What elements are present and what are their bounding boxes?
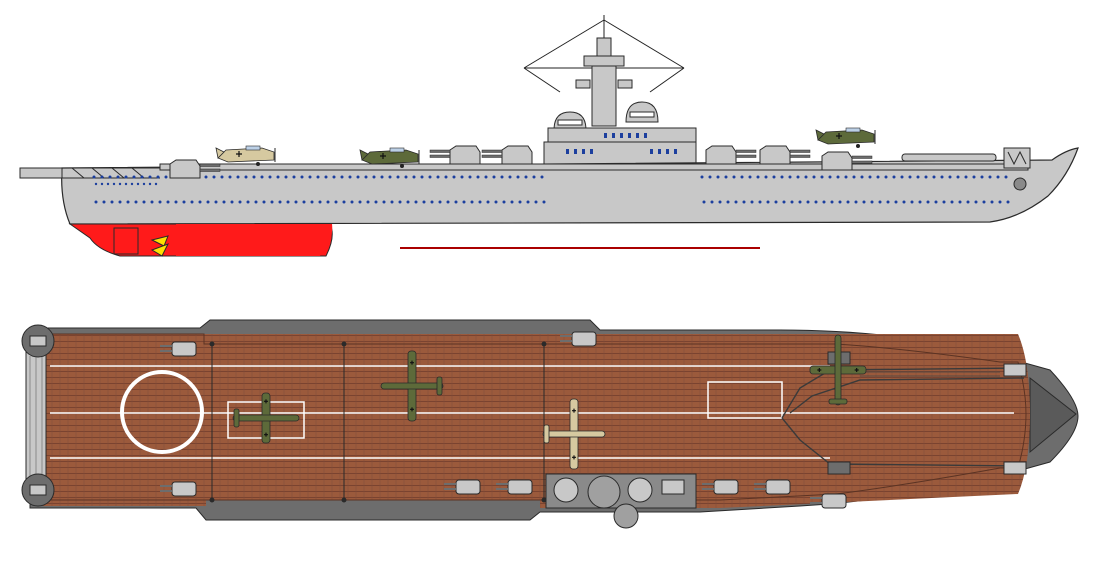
island-plan: [545, 473, 697, 529]
stern-sponson-left: [21, 324, 55, 358]
catapult-rails: [860, 371, 1000, 377]
aircraft-icon: [215, 145, 276, 166]
landing-circle-icon: [120, 370, 204, 454]
bow-catapult-end-lower: [1003, 461, 1027, 475]
gun-turret-icon: [759, 145, 811, 165]
propeller-icon: [150, 235, 170, 257]
lift-fwd: [707, 381, 783, 419]
side-aircraft: [215, 127, 876, 168]
gun-turret-icon: [560, 331, 597, 347]
gun-turret-icon: [160, 341, 197, 357]
gun-turret-icon: [160, 481, 197, 497]
rudder: [113, 227, 139, 255]
plan-view: [21, 319, 1079, 529]
aircraft-icon: [542, 398, 606, 470]
gun-turret-icon: [429, 145, 481, 165]
gun-turret-icon: [702, 479, 739, 495]
aircraft-icon: [809, 334, 867, 406]
gun-turret-icon: [496, 479, 533, 495]
flight-deck-edge: [159, 163, 1029, 171]
portholes-row: [92, 175, 1010, 204]
elevator-lines: [209, 341, 547, 503]
gun-turret-icon: [444, 479, 481, 495]
gun-turret-icon: [754, 479, 791, 495]
aircraft-icon: [380, 350, 444, 422]
bow-tip: [1029, 376, 1077, 454]
gun-turret-icon: [821, 151, 873, 171]
gun-turret-icon: [810, 493, 847, 509]
bow-catapult-end: [1003, 363, 1027, 377]
hull-lower-main: [176, 224, 333, 256]
island-superstructure: [543, 127, 697, 165]
gun-turret-icon: [705, 145, 757, 165]
side-gun-mounts: [169, 145, 873, 179]
side-profile-view: [19, 15, 1079, 257]
mast: [575, 37, 633, 127]
radar-dish-icon: [553, 111, 587, 131]
deck-lines: [50, 365, 1014, 459]
gun-turret-icon: [481, 145, 533, 165]
aircraft-icon: [815, 127, 876, 148]
aircraft-icon: [232, 392, 300, 444]
plan-aircraft: [232, 334, 867, 470]
catapult-block: [827, 461, 851, 475]
stern-sponson-right: [21, 473, 55, 507]
bow-slot: [901, 153, 997, 162]
radar-dish-icon: [625, 101, 659, 123]
flight-deck: [36, 334, 1030, 508]
anchor-icon: [1013, 177, 1027, 191]
gun-turret-icon: [169, 159, 221, 179]
stern: [19, 167, 63, 179]
plan-gun-mounts: [160, 331, 847, 509]
aircraft-icon: [359, 147, 420, 168]
